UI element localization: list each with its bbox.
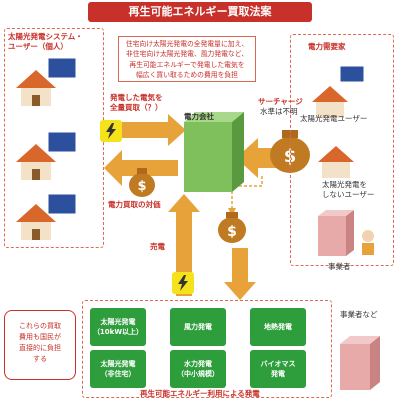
house-icon [16,70,56,106]
plant-line2: （10kW以上） [92,328,144,336]
building-icon [318,210,354,256]
house-icon [16,144,56,180]
person-icon [362,230,374,255]
solar-panel-icon [339,65,365,83]
surcharge-level-label: 水準は不明 [260,107,298,116]
compensation-label: 電力買取の対価 [108,200,161,209]
description-line4: 幅広く買い取るための費用を負担 [136,71,238,80]
lightning-icon [172,272,194,294]
note-line3: 直接的に負担 [19,344,61,352]
non-solar-line1: 太陽光発電を [322,180,367,189]
cost-burden-note: これらの買取 費用も国民が 直接的に負担 する [4,310,76,380]
right-group-heading: 電力需要家 [308,42,346,51]
solar-panel-icon [47,131,77,153]
plant-line2: 発電 [271,370,285,378]
plant-solar-nonresidential: 太陽光発電 （非住宅） [90,350,146,388]
non-solar-line2: しないユーザー [322,190,375,199]
plant-line2: （非住宅） [100,370,136,378]
plant-line1: 風力発電 [184,323,212,331]
money-bag-icon: $ [129,168,155,197]
generated-line1: 発電した電気を [110,93,163,102]
solar-user-label: 太陽光発電ユーザー [300,114,368,123]
note-line4: する [33,355,47,363]
individual-users-group [4,28,104,248]
svg-text:$: $ [227,224,237,240]
generated-power-label: 発電した電気を 全量買取（？） [110,93,163,113]
solar-panel-icon [47,57,77,79]
plant-wind: 風力発電 [170,308,226,346]
plant-line1: 地熱発電 [264,323,292,331]
note-line2: 費用も国民が [19,333,61,341]
plant-line1: 太陽光発電 [100,318,136,326]
description-line3: 再生可能エネルギーで発電した電気を [129,60,245,69]
house-icon [16,204,56,240]
plant-geothermal: 地熱発電 [250,308,306,346]
plant-biomass: バイオマス発電 [250,350,306,388]
lightning-icon [100,120,122,142]
note-line1: これらの買取 [19,322,61,330]
utility-building-icon [184,112,244,192]
page-title: 再生可能エネルギー買取法案 [88,2,312,22]
plant-line1: 水力発電 [184,360,212,368]
business-label: 事業者 [328,262,351,271]
description-line2: 非住宅向け太陽光発電、風力発電など、 [125,50,248,59]
left-group-heading: 太陽光発電システム・ ユーザー（個人） [8,32,104,52]
left-group-heading-line1: 太陽光発電システム・ [8,32,83,41]
plant-solar-10kw: 太陽光発電 （10kW以上） [90,308,146,346]
generated-line2: 全量買取（？） [110,103,163,112]
renewable-plants-group [82,300,332,398]
consumers-group [290,34,394,266]
surcharge-label: サーチャージ [258,97,303,106]
building-icon [340,336,380,390]
arrow-cost-down-to-plants [224,248,256,300]
plant-line1: バイオマス [260,360,296,368]
plant-hydro: 水力発電 （中小規模） [170,350,226,388]
arrow-power-sale-up [168,194,200,296]
left-group-heading-line2: ユーザー（個人） [8,42,68,51]
house-icon [312,86,348,118]
utility-label: 電力会社 [184,112,214,121]
business-etc-label: 事業者など [340,310,378,319]
plants-caption: 再生可能エネルギー利用による発電 [140,389,260,398]
money-bag-icon: $ [218,212,246,243]
plant-line2: （中小規模） [177,370,219,378]
svg-text:$: $ [137,179,146,194]
power-sale-label: 売電 [150,242,165,251]
surcharge-description: 住宅向け太陽光発電の全発電量に加え、 非住宅向け太陽光発電、風力発電など、 再生… [118,36,256,82]
description-line1: 住宅向け太陽光発電の全発電量に加え、 [125,40,249,48]
solar-panel-icon [47,193,77,215]
house-icon [318,146,354,178]
plant-line1: 太陽光発電 [100,360,136,368]
non-solar-user-label: 太陽光発電を しないユーザー [322,180,374,200]
